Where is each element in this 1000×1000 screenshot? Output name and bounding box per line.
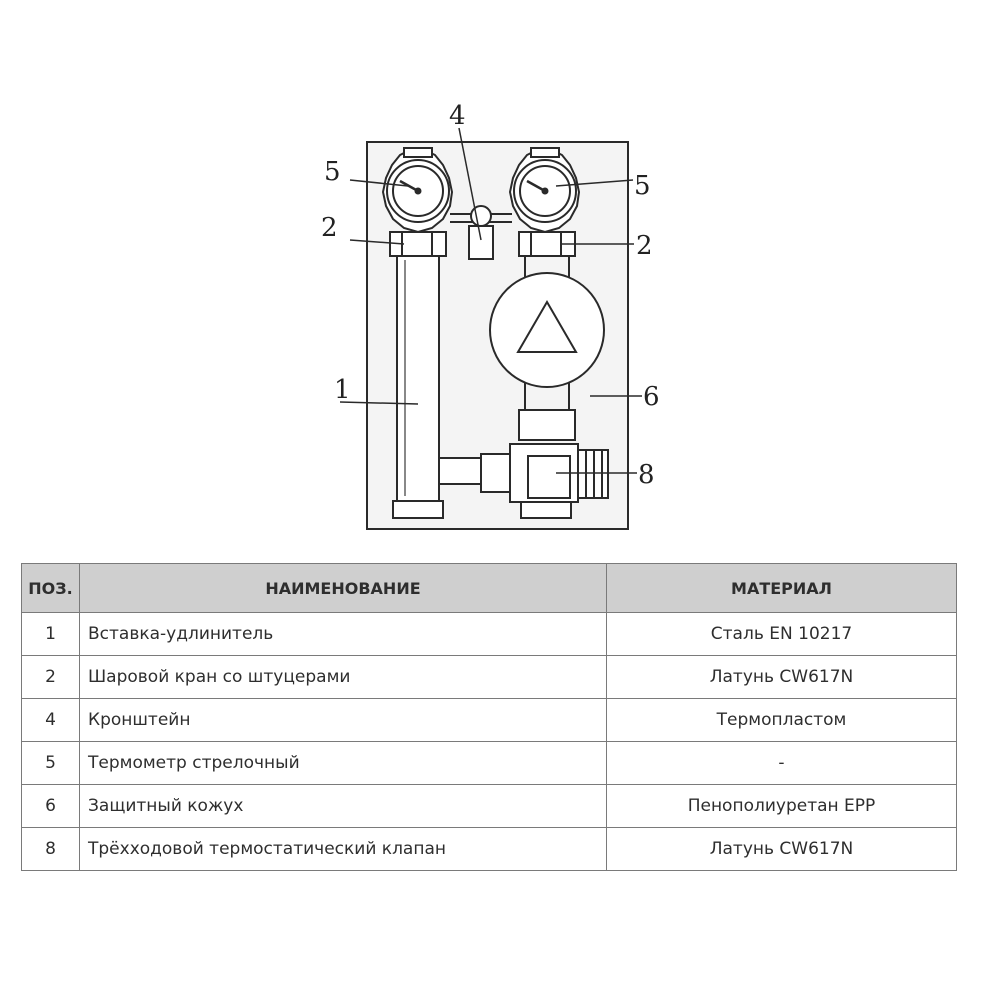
cell-name: Вставка-удлинитель xyxy=(79,612,607,656)
cell-name: Термометр стрелочный xyxy=(79,741,607,785)
cell-material: Пенополиуретан EPP xyxy=(606,784,957,828)
callout-5-left: 5 xyxy=(324,157,341,187)
callout-2-left: 2 xyxy=(321,213,338,243)
cell-pos: 6 xyxy=(21,784,80,828)
cell-pos: 8 xyxy=(21,827,80,871)
cell-pos: 1 xyxy=(21,612,80,656)
callout-4: 4 xyxy=(449,101,466,131)
thermometer-left xyxy=(381,147,454,234)
thermometer-right xyxy=(508,147,581,234)
pump-group-diagram: 4 5 5 2 2 1 6 8 xyxy=(321,101,660,530)
cell-pos: 2 xyxy=(21,655,80,699)
table-row: 4 Кронштейн Термопластом xyxy=(21,698,957,742)
circulation-pump xyxy=(489,272,605,388)
table-row: 1 Вставка-удлинитель Сталь EN 10217 xyxy=(21,612,957,656)
callout-leaders xyxy=(339,127,642,474)
table-row: 2 Шаровой кран со штуцерами Латунь CW617… xyxy=(21,655,957,699)
cell-name: Кронштейн xyxy=(79,698,607,742)
extension-pipe xyxy=(396,255,440,502)
header-pos: ПОЗ. xyxy=(21,563,80,613)
callout-6: 6 xyxy=(643,382,660,412)
cell-material: Латунь CW617N xyxy=(606,827,957,871)
three-way-valve xyxy=(509,443,609,519)
cell-pos: 5 xyxy=(21,741,80,785)
cell-material: Термопластом xyxy=(606,698,957,742)
callout-5-right: 5 xyxy=(634,171,651,201)
ball-valve-right xyxy=(518,231,576,257)
bracket xyxy=(468,205,494,260)
table-row: 5 Термометр стрелочный - xyxy=(21,741,957,785)
table-row: 8 Трёхходовой термостатический клапан Ла… xyxy=(21,827,957,871)
cell-pos: 4 xyxy=(21,698,80,742)
cell-name: Защитный кожух xyxy=(79,784,607,828)
cell-material: Сталь EN 10217 xyxy=(606,612,957,656)
header-name: НАИМЕНОВАНИЕ xyxy=(79,563,607,613)
pump-arrow-icon xyxy=(516,300,578,353)
callout-8: 8 xyxy=(638,460,655,490)
table-header-row: ПОЗ. НАИМЕНОВАНИЕ МАТЕРИАЛ xyxy=(21,563,957,613)
cell-material: - xyxy=(606,741,957,785)
callout-1: 1 xyxy=(334,375,351,405)
table-row: 6 Защитный кожух Пенополиуретан EPP xyxy=(21,784,957,828)
callout-2-right: 2 xyxy=(636,231,653,261)
cell-name: Трёхходовой термостатический клапан xyxy=(79,827,607,871)
header-material: МАТЕРИАЛ xyxy=(606,563,957,613)
cell-material: Латунь CW617N xyxy=(606,655,957,699)
parts-table: ПОЗ. НАИМЕНОВАНИЕ МАТЕРИАЛ 1 Вставка-удл… xyxy=(21,563,957,871)
cell-name: Шаровой кран со штуцерами xyxy=(79,655,607,699)
